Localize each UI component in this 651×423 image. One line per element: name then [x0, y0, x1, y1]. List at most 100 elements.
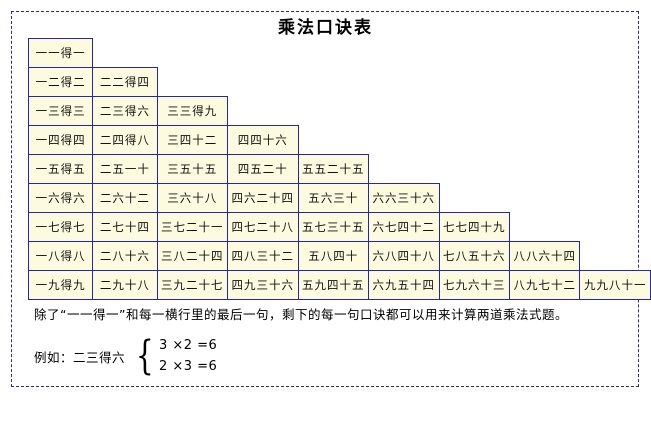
table-cell: 一九得九: [27, 270, 94, 300]
table-cell-empty: [369, 39, 439, 68]
multiplication-table: 一一得一 一二得二 二二得四 一三得三 二三得六 三三得九: [27, 38, 651, 300]
table-cell: 五七三十五: [297, 212, 370, 242]
table-cell-empty: [228, 97, 298, 126]
table-cell: 七九六十三: [438, 270, 510, 300]
table-cell: 七八五十六: [438, 241, 510, 271]
table-cell: 一七得七: [27, 212, 94, 242]
table-row: 一八得八 二八十六 三八二十四 四八三十二 五八四十 六八四十八 七八五十六 八…: [27, 241, 651, 271]
table-row: 一三得三 二三得六 三三得九: [27, 96, 651, 126]
table-cell-empty: [580, 242, 651, 271]
table-cell: 四六二十四: [227, 183, 299, 213]
table-cell: 一八得八: [27, 241, 94, 271]
table-cell-empty: [509, 126, 579, 155]
table-cell: 一六得六: [27, 183, 94, 213]
table-cell-empty: [580, 184, 651, 213]
table-cell: 二四得八: [92, 125, 158, 155]
table-cell: 二五一十: [92, 154, 158, 184]
table-cell: 一一得一: [27, 38, 94, 68]
table-cell-empty: [580, 213, 651, 242]
table-cell-empty: [509, 39, 579, 68]
table-cell-empty: [369, 155, 439, 184]
table-cell: 七七四十九: [438, 212, 510, 242]
table-row: 一二得二 二二得四: [27, 67, 651, 97]
equation-stack: 3 ×2 =6 2 ×3 =6: [159, 335, 217, 377]
table-cell: 四九三十六: [227, 270, 299, 300]
table-cell-empty: [439, 126, 509, 155]
table-cell-empty: [228, 68, 298, 97]
table-cell: 一四得四: [27, 125, 94, 155]
table-cell-empty: [509, 155, 579, 184]
table-cell-empty: [157, 68, 227, 97]
table-cell: 三三得九: [156, 96, 229, 126]
example-label: 例如：二三得六: [34, 349, 126, 365]
table-cell-empty: [439, 39, 509, 68]
table-cell-empty: [369, 97, 439, 126]
table-cell: 一三得三: [27, 96, 94, 126]
table-cell: 二二得四: [92, 67, 158, 97]
table-cell: 三四十二: [156, 125, 229, 155]
left-brace-icon: {: [135, 333, 155, 379]
table-cell-empty: [439, 184, 509, 213]
table-cell: 五五二十五: [297, 154, 370, 184]
table-cell: 一二得二: [27, 67, 94, 97]
table-cell: 三五十五: [156, 154, 229, 184]
table-cell: 四八三十二: [227, 241, 299, 271]
table-cell-empty: [509, 184, 579, 213]
page-title: 乘法口诀表: [278, 18, 373, 38]
table-row: 一四得四 二四得八 三四十二 四四十六: [27, 125, 651, 155]
table-cell-empty: [439, 97, 509, 126]
table-cell-empty: [298, 126, 368, 155]
table-cell-empty: [509, 97, 579, 126]
equation-bottom: 2 ×3 =6: [158, 359, 218, 374]
note-paragraph: 除了“一一得一”和每一横行里的最后一句，剩下的每一句口诀都可以用来计算两道乘法式…: [34, 307, 568, 322]
table-cell-empty: [298, 68, 368, 97]
table-row: 一五得五 二五一十 三五十五 四五二十 五五二十五: [27, 154, 651, 184]
table-cell-empty: [580, 68, 651, 97]
table-cell-empty: [509, 213, 579, 242]
table-cell: 三九二十七: [156, 270, 229, 300]
table-cell: 八九七十二: [508, 270, 581, 300]
table-cell: 四四十六: [227, 125, 299, 155]
table-cell: 六八四十八: [368, 241, 440, 271]
table-cell-empty: [228, 39, 298, 68]
table-cell: 八八六十四: [508, 241, 581, 271]
table-cell: 六七四十二: [368, 212, 440, 242]
table-cell: 三八二十四: [156, 241, 229, 271]
note-block: 除了“一一得一”和每一横行里的最后一句，剩下的每一句口诀都可以用来计算两道乘法式…: [34, 305, 634, 377]
table-cell-empty: [580, 155, 651, 184]
table-cell: 四五二十: [227, 154, 299, 184]
table-cell-empty: [93, 39, 157, 68]
table-cell-empty: [369, 126, 439, 155]
table-row: 一六得六 二六十二 三六十八 四六二十四 五六三十 六六三十六: [27, 183, 651, 213]
table-cell: 九九八十一: [579, 270, 651, 300]
table-cell-empty: [580, 39, 651, 68]
table-row: 一九得九 二九十八 三九二十七 四九三十六 五九四十五 六九五十四 七九六十三 …: [27, 270, 651, 300]
table-cell-empty: [509, 68, 579, 97]
table-cell-empty: [439, 68, 509, 97]
table-cell: 五八四十: [297, 241, 370, 271]
equation-top: 3 ×2 =6: [158, 338, 218, 353]
table-cell: 六六三十六: [368, 183, 440, 213]
table-cell: 三七二十一: [156, 212, 229, 242]
table-row: 一一得一: [27, 38, 651, 68]
table-cell: 四七二十八: [227, 212, 299, 242]
table-cell-empty: [439, 155, 509, 184]
multiplication-table-body: 一一得一 一二得二 二二得四 一三得三 二三得六 三三得九: [27, 38, 651, 300]
table-cell-empty: [580, 126, 651, 155]
table-cell: 二三得六: [92, 96, 158, 126]
table-cell: 一五得五: [27, 154, 94, 184]
table-row: 一七得七 二七十四 三七二十一 四七二十八 五七三十五 六七四十二 七七四十九: [27, 212, 651, 242]
table-cell-empty: [157, 39, 227, 68]
brace-group: { 3 ×2 =6 2 ×3 =6: [132, 335, 217, 377]
table-cell: 三六十八: [156, 183, 229, 213]
table-cell: 二六十二: [92, 183, 158, 213]
page-dashed-frame: [11, 11, 639, 387]
table-cell: 五九四十五: [297, 270, 370, 300]
table-cell: 五六三十: [297, 183, 370, 213]
example-row: 例如：二三得六 { 3 ×2 =6 2 ×3 =6: [34, 335, 634, 377]
table-cell-empty: [369, 68, 439, 97]
table-cell: 六九五十四: [368, 270, 440, 300]
table-cell: 二八十六: [92, 241, 158, 271]
table-cell-empty: [298, 97, 368, 126]
table-cell-empty: [298, 39, 368, 68]
